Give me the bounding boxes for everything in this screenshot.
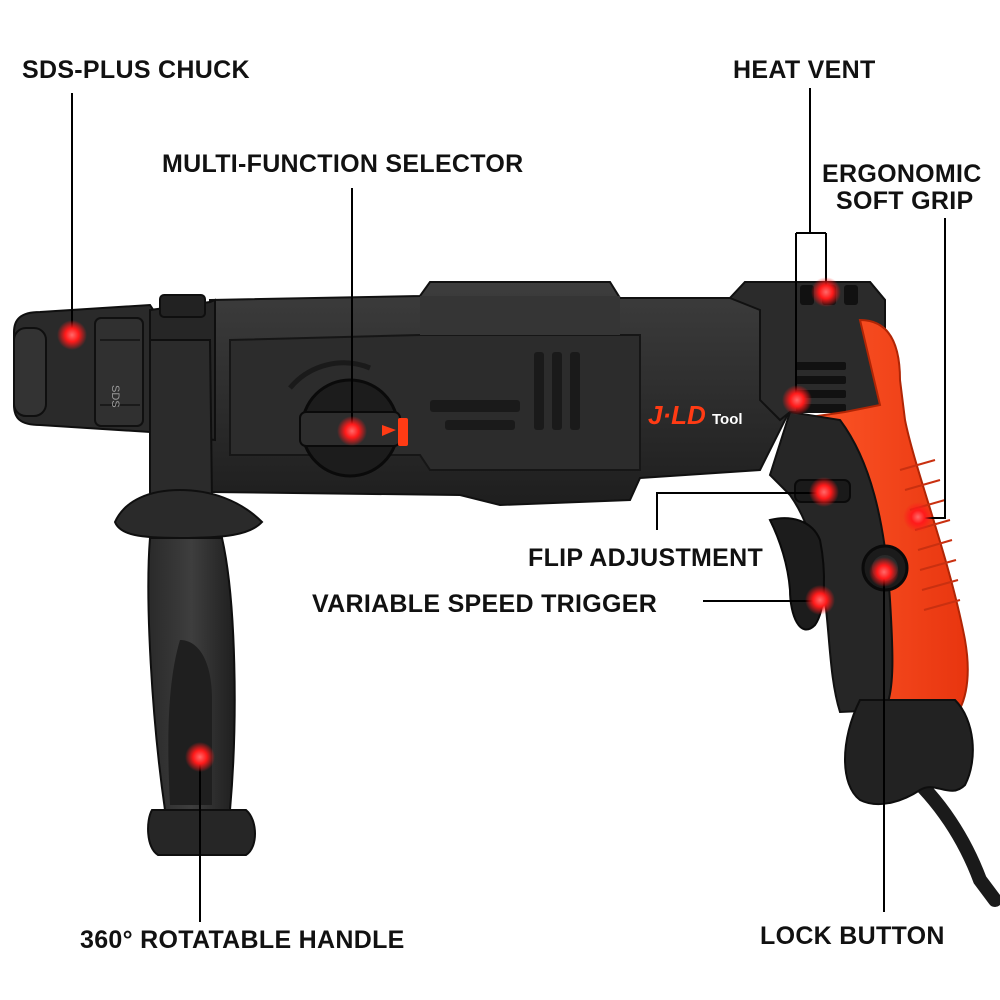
marker-trigger: [805, 585, 835, 615]
marker-rotatable-handle: [185, 742, 215, 772]
marker-heat-vent-side: [782, 385, 812, 415]
label-rotatable-handle: 360° ROTATABLE HANDLE: [80, 926, 405, 954]
brand-logo-main: J·LD: [648, 400, 706, 430]
label-heat-vent: HEAT VENT: [733, 56, 876, 84]
leader-heat-vent: [795, 88, 827, 400]
marker-heat-vent-top: [811, 277, 841, 307]
marker-sds-chuck: [57, 320, 87, 350]
side-grooves: [430, 352, 580, 430]
marker-lock-button: [869, 557, 899, 587]
leader-soft-grip: [918, 218, 946, 519]
marker-soft-grip: [903, 502, 933, 532]
side-handle: [113, 339, 264, 856]
label-soft-grip: SOFT GRIP: [836, 187, 974, 215]
marker-flip: [809, 477, 839, 507]
callout-markers: [57, 277, 933, 772]
label-flip-adjustment: FLIP ADJUSTMENT: [528, 544, 764, 572]
marker-selector: [337, 416, 367, 446]
leader-flip: [656, 492, 822, 530]
label-lock-button: LOCK BUTTON: [760, 922, 945, 950]
label-sds-plus-chuck: SDS-PLUS CHUCK: [22, 56, 250, 84]
grip-base: [844, 699, 974, 806]
chuck: SDS: [13, 303, 161, 434]
selector-dial: [288, 360, 408, 478]
housing-panel-top: [420, 296, 620, 335]
label-multi-function-selector: MULTI-FUNCTION SELECTOR: [162, 150, 524, 178]
label-variable-speed-trigger: VARIABLE SPEED TRIGGER: [312, 590, 658, 618]
label-ergonomic: ERGONOMIC: [822, 160, 982, 188]
brand-logo-sub: Tool: [712, 411, 743, 428]
leader-lines: [71, 88, 946, 922]
chuck-sds-marking: SDS: [109, 385, 121, 408]
